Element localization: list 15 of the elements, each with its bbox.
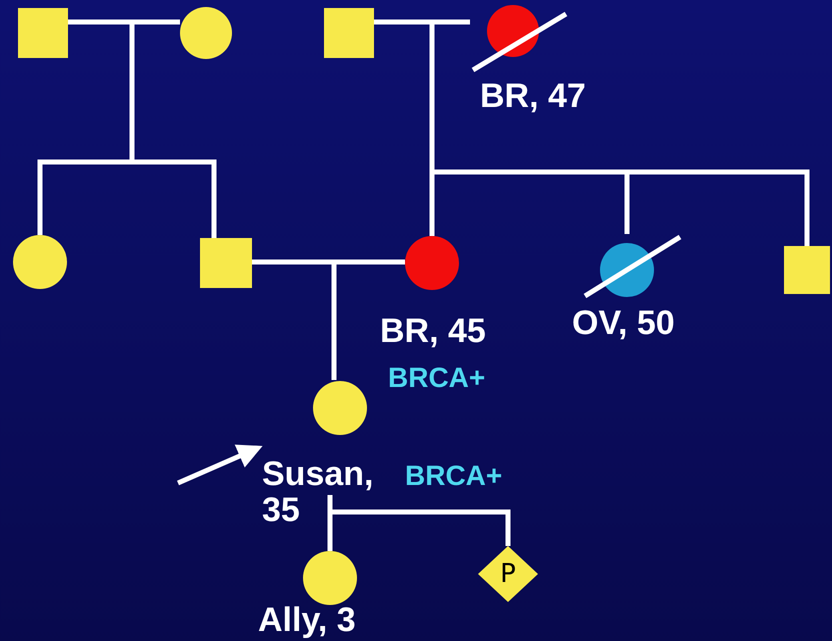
pedigree-line: [328, 492, 510, 554]
person-caption: BR, 45: [380, 313, 487, 349]
proband-arrow: [177, 444, 263, 486]
square-symbol: [200, 238, 252, 288]
square-symbol: [784, 246, 830, 294]
genetic-status-label: BRCA+: [405, 460, 504, 492]
person-caption: Ally, 3: [258, 602, 357, 638]
genetic-status-label: BRCA+: [388, 362, 486, 394]
pedigree-line: [38, 20, 216, 240]
square-symbol: [18, 8, 68, 58]
person-caption: OV, 50: [572, 305, 676, 341]
square-symbol: [324, 8, 374, 58]
symbol-label: P: [500, 561, 516, 587]
person-caption: Susan, 35: [262, 456, 374, 528]
person-caption: BR, 47: [480, 78, 587, 114]
